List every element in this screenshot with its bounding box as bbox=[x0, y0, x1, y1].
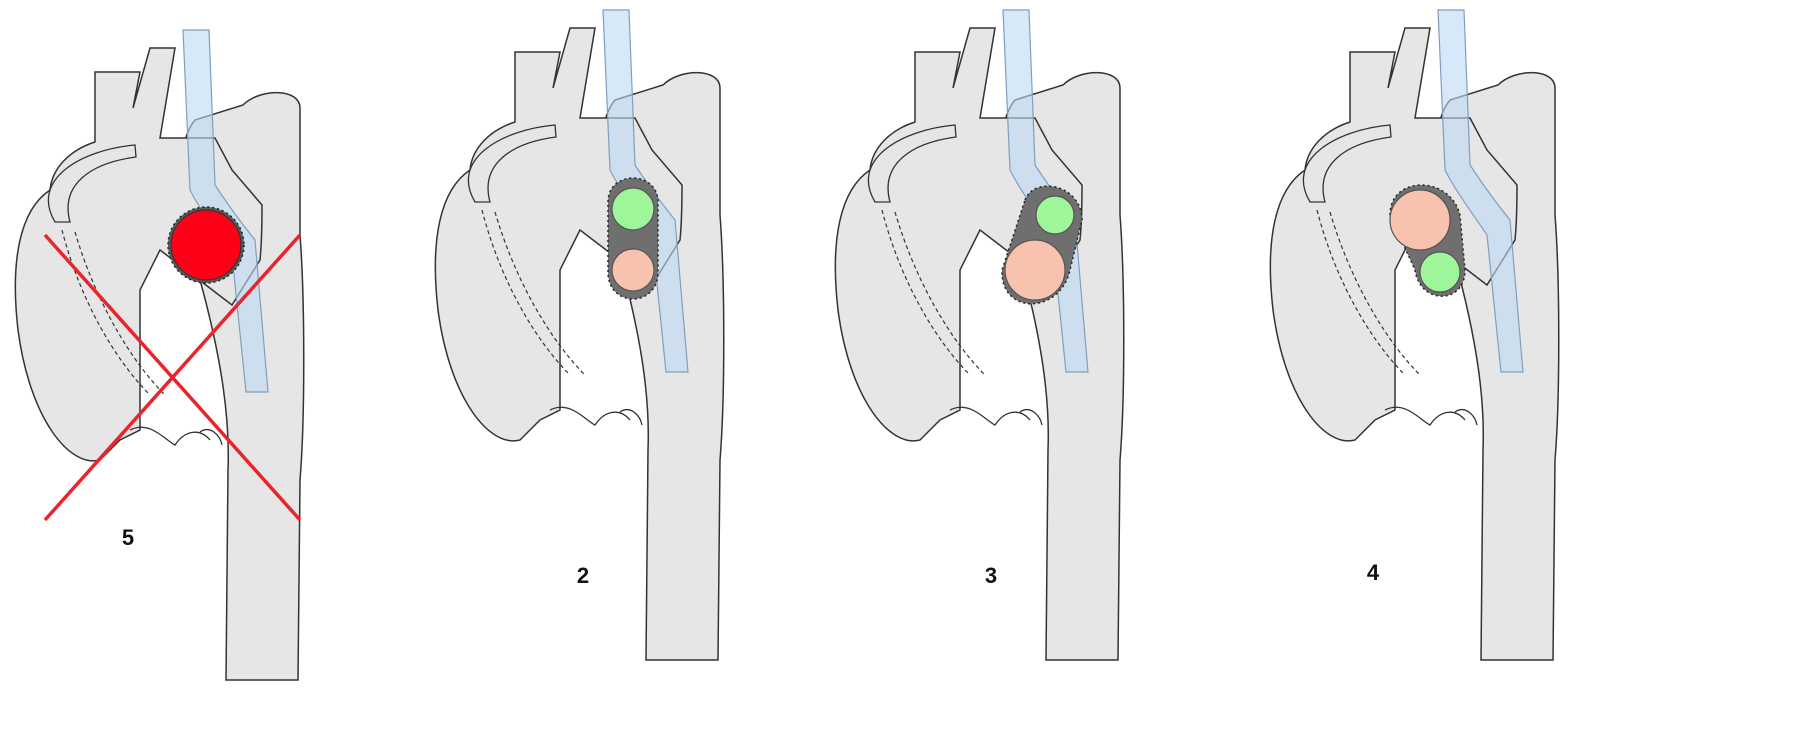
green-vessel-circle bbox=[1420, 252, 1460, 292]
panel-3: 3 bbox=[835, 10, 1123, 660]
green-vessel-circle bbox=[1036, 196, 1074, 234]
peach-vessel-circle bbox=[612, 249, 654, 291]
red-vessel-circle bbox=[171, 210, 241, 280]
panel-label: 2 bbox=[577, 563, 589, 588]
panel-label: 3 bbox=[985, 563, 997, 588]
panel-5: 5 bbox=[15, 30, 303, 680]
panel-4: 4 bbox=[1270, 10, 1558, 660]
panel-label: 4 bbox=[1367, 560, 1380, 585]
peach-vessel-circle bbox=[1390, 190, 1450, 250]
panel-label: 5 bbox=[122, 525, 134, 550]
green-vessel-circle bbox=[612, 188, 654, 230]
panel-2: 2 bbox=[435, 10, 723, 660]
peach-vessel-circle bbox=[1005, 240, 1065, 300]
